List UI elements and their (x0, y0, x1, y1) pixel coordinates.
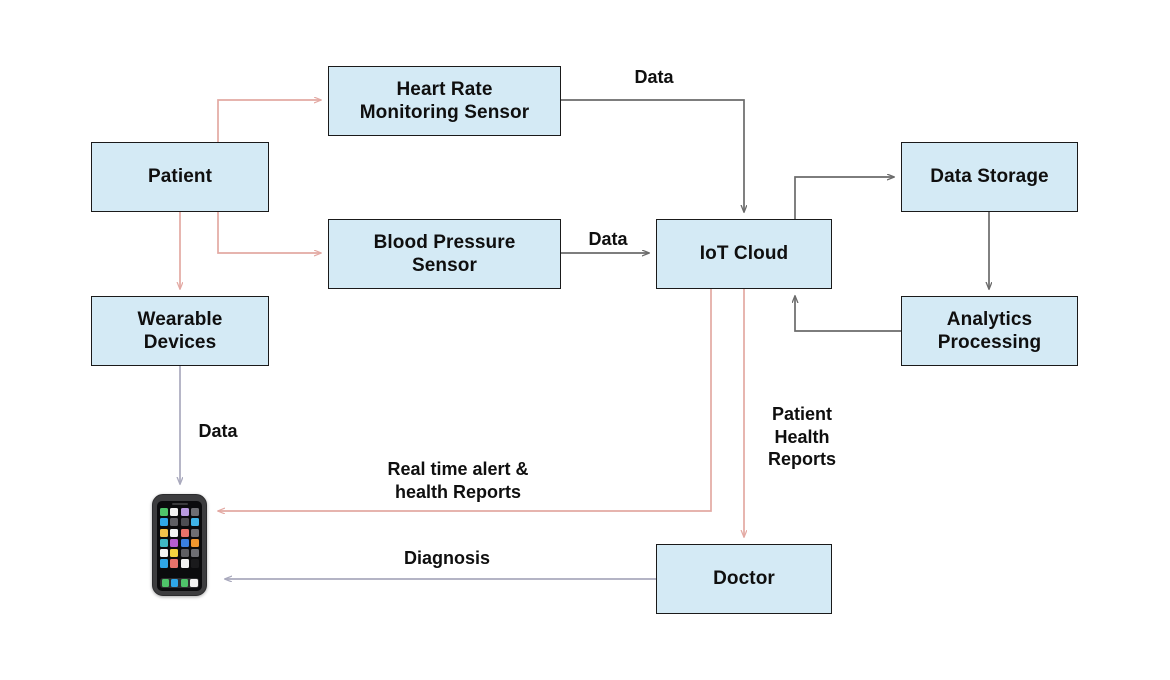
edge-heart-rate-to-iot-cloud (561, 99, 744, 212)
phone-dock-icon (190, 579, 198, 587)
node-wearable-devices[interactable]: Wearable Devices (91, 296, 269, 366)
phone-app-icon (190, 559, 199, 568)
phone-app-icon (170, 549, 179, 558)
phone-dock (160, 577, 199, 588)
phone-dock-icon (161, 579, 169, 587)
phone-app-icon (160, 559, 169, 568)
edge-label-data-heart-rate: Data (634, 67, 674, 87)
phone-dock-icon (171, 579, 179, 587)
edge-label-data-blood-pressure: Data (588, 229, 628, 249)
node-doctor[interactable]: Doctor (656, 544, 832, 614)
node-iot-cloud[interactable]: IoT Cloud (656, 219, 832, 289)
phone-app-icon (160, 508, 169, 517)
phone-app-icon (160, 538, 169, 547)
phone-app-icon (190, 518, 199, 527)
phone-app-icon (170, 538, 179, 547)
phone-app-icon (170, 518, 179, 527)
phone-app-icon (180, 538, 189, 547)
edge-label-data-wearable: Data (198, 421, 238, 441)
phone-app-icon (190, 549, 199, 558)
phone-app-icon (180, 508, 189, 517)
smartphone-icon[interactable] (152, 494, 207, 596)
phone-app-icon (190, 528, 199, 537)
edge-label-patient-health-reports: Patient Health Reports (767, 404, 836, 470)
phone-app-icon (180, 528, 189, 537)
node-data-storage[interactable]: Data Storage (901, 142, 1078, 212)
node-blood-pressure-sensor[interactable]: Blood Pressure Sensor (328, 219, 561, 289)
phone-app-icon (190, 508, 199, 517)
phone-app-icon (180, 559, 189, 568)
node-analytics-processing[interactable]: Analytics Processing (901, 296, 1078, 366)
node-heart-rate-monitoring-sensor[interactable]: Heart Rate Monitoring Sensor (328, 66, 561, 136)
phone-app-icon (170, 559, 179, 568)
phone-app-icon (190, 538, 199, 547)
phone-app-icon (170, 528, 179, 537)
edge-label-real-time-alert-health-reports: Real time alert & health Reports (387, 459, 529, 502)
phone-notch (171, 502, 188, 505)
edge-patient-to-blood-pressure (217, 212, 321, 253)
phone-app-icon (160, 528, 169, 537)
phone-app-icon (180, 549, 189, 558)
node-patient[interactable]: Patient (91, 142, 269, 212)
edge-iot-cloud-to-data-storage (794, 177, 894, 219)
phone-app-icon (160, 549, 169, 558)
phone-dock-icon (180, 579, 188, 587)
phone-app-icon (160, 518, 169, 527)
phone-screen (157, 501, 202, 591)
edge-patient-to-heart-rate (217, 100, 321, 142)
phone-app-grid (160, 508, 199, 568)
phone-app-icon (170, 508, 179, 517)
phone-app-icon (180, 518, 189, 527)
edge-analytics-to-iot-cloud (795, 296, 901, 332)
edge-label-diagnosis: Diagnosis (403, 548, 491, 568)
